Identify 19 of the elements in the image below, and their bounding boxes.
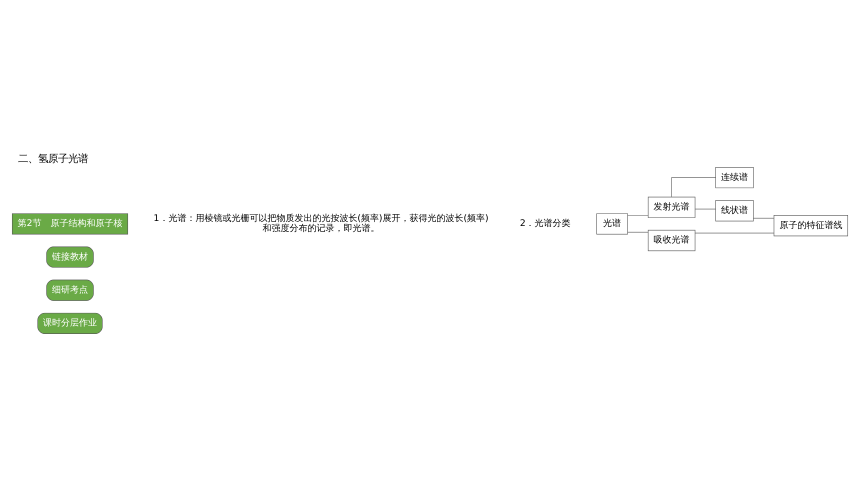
connector	[627, 214, 648, 216]
node-box: 线状谱	[715, 200, 754, 221]
label: 第2节 原子结构和原子核	[18, 218, 122, 229]
label: 课时分层作业	[43, 318, 98, 328]
connector	[627, 231, 648, 232]
diagram-title: 二、氢原子光谱	[18, 152, 88, 164]
node-box: 吸收光谱	[648, 229, 696, 251]
connector	[694, 232, 774, 233]
node-box: 连续谱	[715, 166, 754, 188]
connector	[694, 208, 716, 209]
label: 1．光谱：用棱镜或光栅可以把物质发出的光按波长(频率)展开，获得光的波长(频率)和强度分布的记录，即光谱。	[154, 213, 489, 234]
connector	[753, 217, 774, 218]
label: 2．光谱分类	[520, 218, 571, 229]
node-box: 发射光谱	[648, 196, 696, 218]
connector	[671, 176, 716, 197]
node-box: 光谱	[596, 212, 628, 234]
label: 链接教材	[52, 252, 88, 262]
label: 细研考点	[52, 284, 88, 295]
node-box: 原子的特征谱线	[774, 214, 848, 236]
